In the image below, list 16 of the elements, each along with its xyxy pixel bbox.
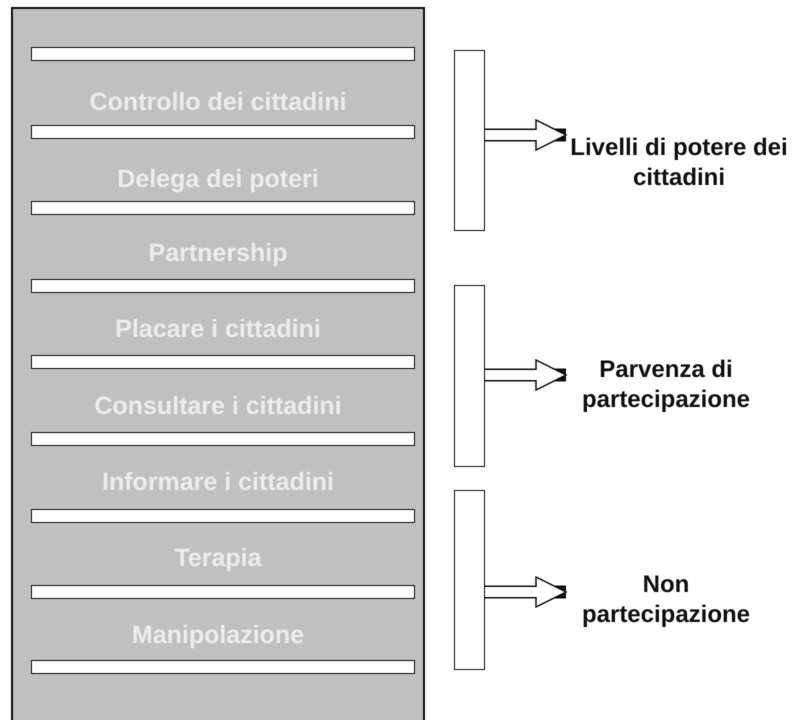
ladder-rung (31, 660, 415, 674)
bracket-bar (454, 490, 485, 670)
ladder-rung (31, 47, 415, 61)
ladder-rung (31, 125, 415, 139)
category-label: Parvenza di partecipazione (566, 350, 766, 420)
ladder-rung (31, 432, 415, 446)
ladder-rung (31, 585, 415, 599)
category-label: Non partecipazione (566, 565, 766, 635)
category-label: Livelli di potere dei cittadini (566, 128, 792, 198)
ladder-rung (31, 201, 415, 215)
ladder-rung (31, 509, 415, 523)
ladder-panel (11, 7, 425, 720)
ladder-rung (31, 279, 415, 293)
ladder-rung (31, 355, 415, 369)
bracket-bar (454, 285, 485, 467)
bracket-bar (454, 50, 485, 231)
